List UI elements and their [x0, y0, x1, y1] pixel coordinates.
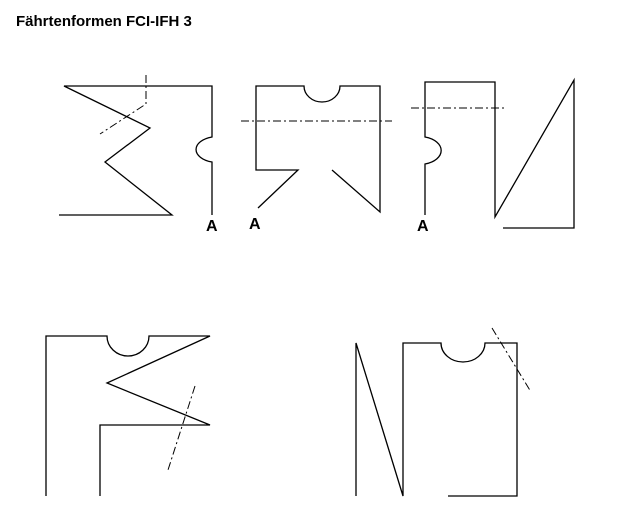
track-shape-2: A	[241, 85, 392, 233]
page-title: Fährtenformen FCI-IFH 3	[16, 13, 192, 30]
start-label: A	[249, 216, 261, 233]
track-shape-4-path	[45, 335, 211, 496]
start-label: A	[417, 218, 429, 235]
track-shape-2-path	[255, 85, 381, 214]
track-shape-4-axis	[167, 385, 196, 471]
track-shape-5-path	[355, 342, 518, 497]
track-shape-3: A	[411, 77, 575, 235]
track-shape-5	[355, 327, 532, 497]
track-shape-4	[45, 335, 211, 496]
start-label: A	[206, 218, 218, 235]
track-shape-1-axis	[99, 75, 147, 135]
track-shape-5-axis	[491, 327, 532, 393]
track-shape-1-path	[59, 85, 213, 216]
track-shape-1: A	[59, 75, 218, 235]
track-shape-3-path	[424, 77, 575, 229]
